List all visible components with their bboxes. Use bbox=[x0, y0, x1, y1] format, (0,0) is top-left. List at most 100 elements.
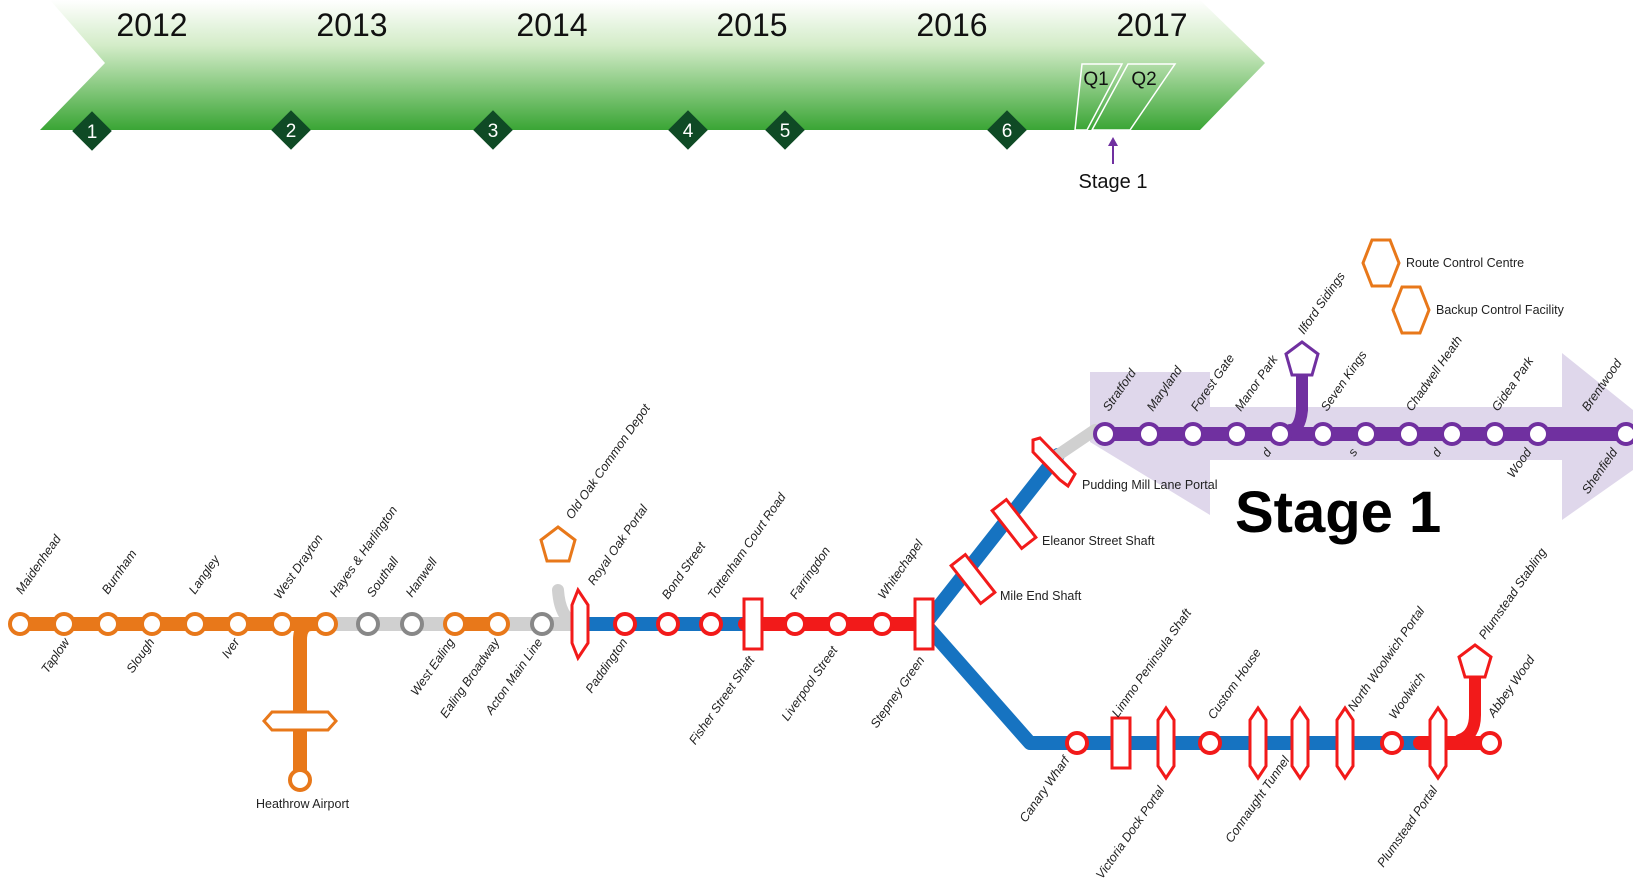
station-node bbox=[1478, 731, 1502, 755]
blue-line-se bbox=[918, 617, 1427, 750]
station-node bbox=[1380, 731, 1404, 755]
station-label: Victoria Dock Portal bbox=[1093, 783, 1168, 882]
station-node bbox=[1137, 422, 1161, 446]
svg-text:3: 3 bbox=[488, 121, 499, 142]
station-label: Heathrow Airport bbox=[256, 797, 350, 811]
station-node bbox=[656, 612, 680, 636]
station-label: Pudding Mill Lane Portal bbox=[1082, 478, 1218, 492]
station-node bbox=[140, 612, 164, 636]
eleanor-street-shaft-icon bbox=[990, 497, 1038, 551]
year-label: 2016 bbox=[916, 7, 987, 43]
station-labels: Maidenhead Burnham Langley West Drayton … bbox=[13, 269, 1625, 881]
station-node bbox=[1065, 731, 1089, 755]
year-label: 2013 bbox=[316, 7, 387, 43]
rail-lines bbox=[13, 366, 1633, 787]
orange-line-heathrow bbox=[293, 617, 319, 787]
station-node bbox=[183, 612, 207, 636]
station-label: Langley bbox=[186, 552, 223, 597]
station-node bbox=[699, 612, 723, 636]
station-node bbox=[1225, 422, 1249, 446]
station-label: Bond Street bbox=[659, 539, 709, 602]
station-label: Iver bbox=[219, 635, 243, 661]
station-node bbox=[1614, 422, 1633, 446]
timeline-chevron-2014 bbox=[440, 0, 730, 130]
station-node bbox=[1483, 422, 1507, 446]
station-node bbox=[1093, 422, 1117, 446]
backup-control-facility-icon bbox=[1391, 285, 1431, 335]
svg-text:2: 2 bbox=[286, 121, 297, 142]
milestone-marker: 4 bbox=[668, 110, 708, 150]
station-label: Whitechapel bbox=[875, 536, 927, 601]
quarter-box-q1 bbox=[1074, 63, 1124, 131]
station-node bbox=[356, 612, 380, 636]
station-label: Hanwell bbox=[403, 554, 441, 599]
svg-text:1: 1 bbox=[87, 122, 98, 143]
station-label: Ilford Sidings bbox=[1295, 269, 1348, 336]
legend-backup-control-facility: Backup Control Facility bbox=[1436, 303, 1565, 317]
shafts-portals bbox=[261, 436, 1448, 781]
milestone-marker: 6 bbox=[987, 110, 1027, 150]
station-node bbox=[870, 612, 894, 636]
station-node bbox=[1526, 422, 1550, 446]
station-node bbox=[96, 612, 120, 636]
station-label: Stepney Green bbox=[868, 654, 928, 731]
timeline-chevron-2013 bbox=[240, 0, 530, 130]
station-node bbox=[400, 612, 424, 636]
purple-line-sidings bbox=[1284, 366, 1308, 436]
station-node bbox=[1268, 422, 1292, 446]
legend-route-control-centre: Route Control Centre bbox=[1406, 256, 1524, 270]
timeline-chevron-2015 bbox=[640, 0, 930, 130]
station-label: Seven Kings bbox=[1318, 348, 1370, 414]
station-node bbox=[288, 768, 312, 792]
north-woolwich-portal-icon bbox=[1335, 705, 1355, 781]
stage-marker-label: Stage 1 bbox=[1079, 171, 1148, 193]
quarter-label: Q1 bbox=[1083, 69, 1108, 90]
old-oak-common-depot-icon bbox=[539, 525, 577, 563]
heathrow-portal-icon bbox=[261, 710, 339, 732]
station-label: Eleanor Street Shaft bbox=[1042, 534, 1155, 548]
plumstead-stabling-icon bbox=[1457, 643, 1493, 679]
year-label: 2014 bbox=[516, 7, 587, 43]
ilford-sidings-icon bbox=[1284, 340, 1320, 377]
station-label: Burnham bbox=[99, 547, 140, 597]
timeline-chevron-2017 bbox=[1040, 0, 1265, 130]
station-label: Slough bbox=[124, 636, 158, 676]
connaught-tunnel-icon-2 bbox=[1290, 705, 1310, 781]
stage-marker-arrowhead bbox=[1108, 137, 1118, 146]
quarter-box-q2 bbox=[1090, 63, 1177, 131]
svg-text:5: 5 bbox=[780, 121, 791, 142]
blue-line-ne bbox=[918, 448, 1065, 631]
station-node bbox=[486, 612, 510, 636]
station-label: Manor Park bbox=[1232, 352, 1281, 414]
stage-label-backdrop bbox=[1210, 460, 1562, 560]
station-node bbox=[826, 612, 850, 636]
station-label: Abbey Wood bbox=[1484, 652, 1538, 720]
station-label: Fisher Street Shaft bbox=[686, 653, 758, 747]
grey-line-ne bbox=[1052, 424, 1101, 461]
station-node bbox=[314, 612, 338, 636]
mile-end-shaft-icon bbox=[949, 552, 997, 606]
station-label: Chadwell Heath bbox=[1403, 333, 1465, 413]
victoria-dock-portal-icon bbox=[1156, 705, 1176, 781]
station-label: West Ealing bbox=[408, 636, 458, 699]
connaught-tunnel-icon-1 bbox=[1248, 705, 1268, 781]
timeline-chevron-2016 bbox=[840, 0, 1130, 130]
station-label: Hayes & Harlington bbox=[327, 503, 400, 599]
station-label: Royal Oak Portal bbox=[585, 501, 651, 587]
pudding-mill-lane-portal-icon bbox=[1031, 436, 1077, 489]
station-node bbox=[1354, 422, 1378, 446]
station-label: Southall bbox=[364, 554, 402, 600]
station-node bbox=[52, 612, 76, 636]
fisher-street-shaft-icon bbox=[742, 597, 764, 651]
station-node bbox=[1181, 422, 1205, 446]
svg-text:6: 6 bbox=[1002, 121, 1013, 142]
red-line-stabling bbox=[1454, 659, 1481, 746]
station-label: West Drayton bbox=[271, 532, 326, 602]
year-label: 2017 bbox=[1116, 7, 1187, 43]
station-label: Mile End Shaft bbox=[1000, 589, 1082, 603]
station-node bbox=[1198, 731, 1222, 755]
stepney-green-shaft-icon bbox=[913, 597, 935, 651]
station-node bbox=[783, 612, 807, 636]
station-node bbox=[1311, 422, 1335, 446]
